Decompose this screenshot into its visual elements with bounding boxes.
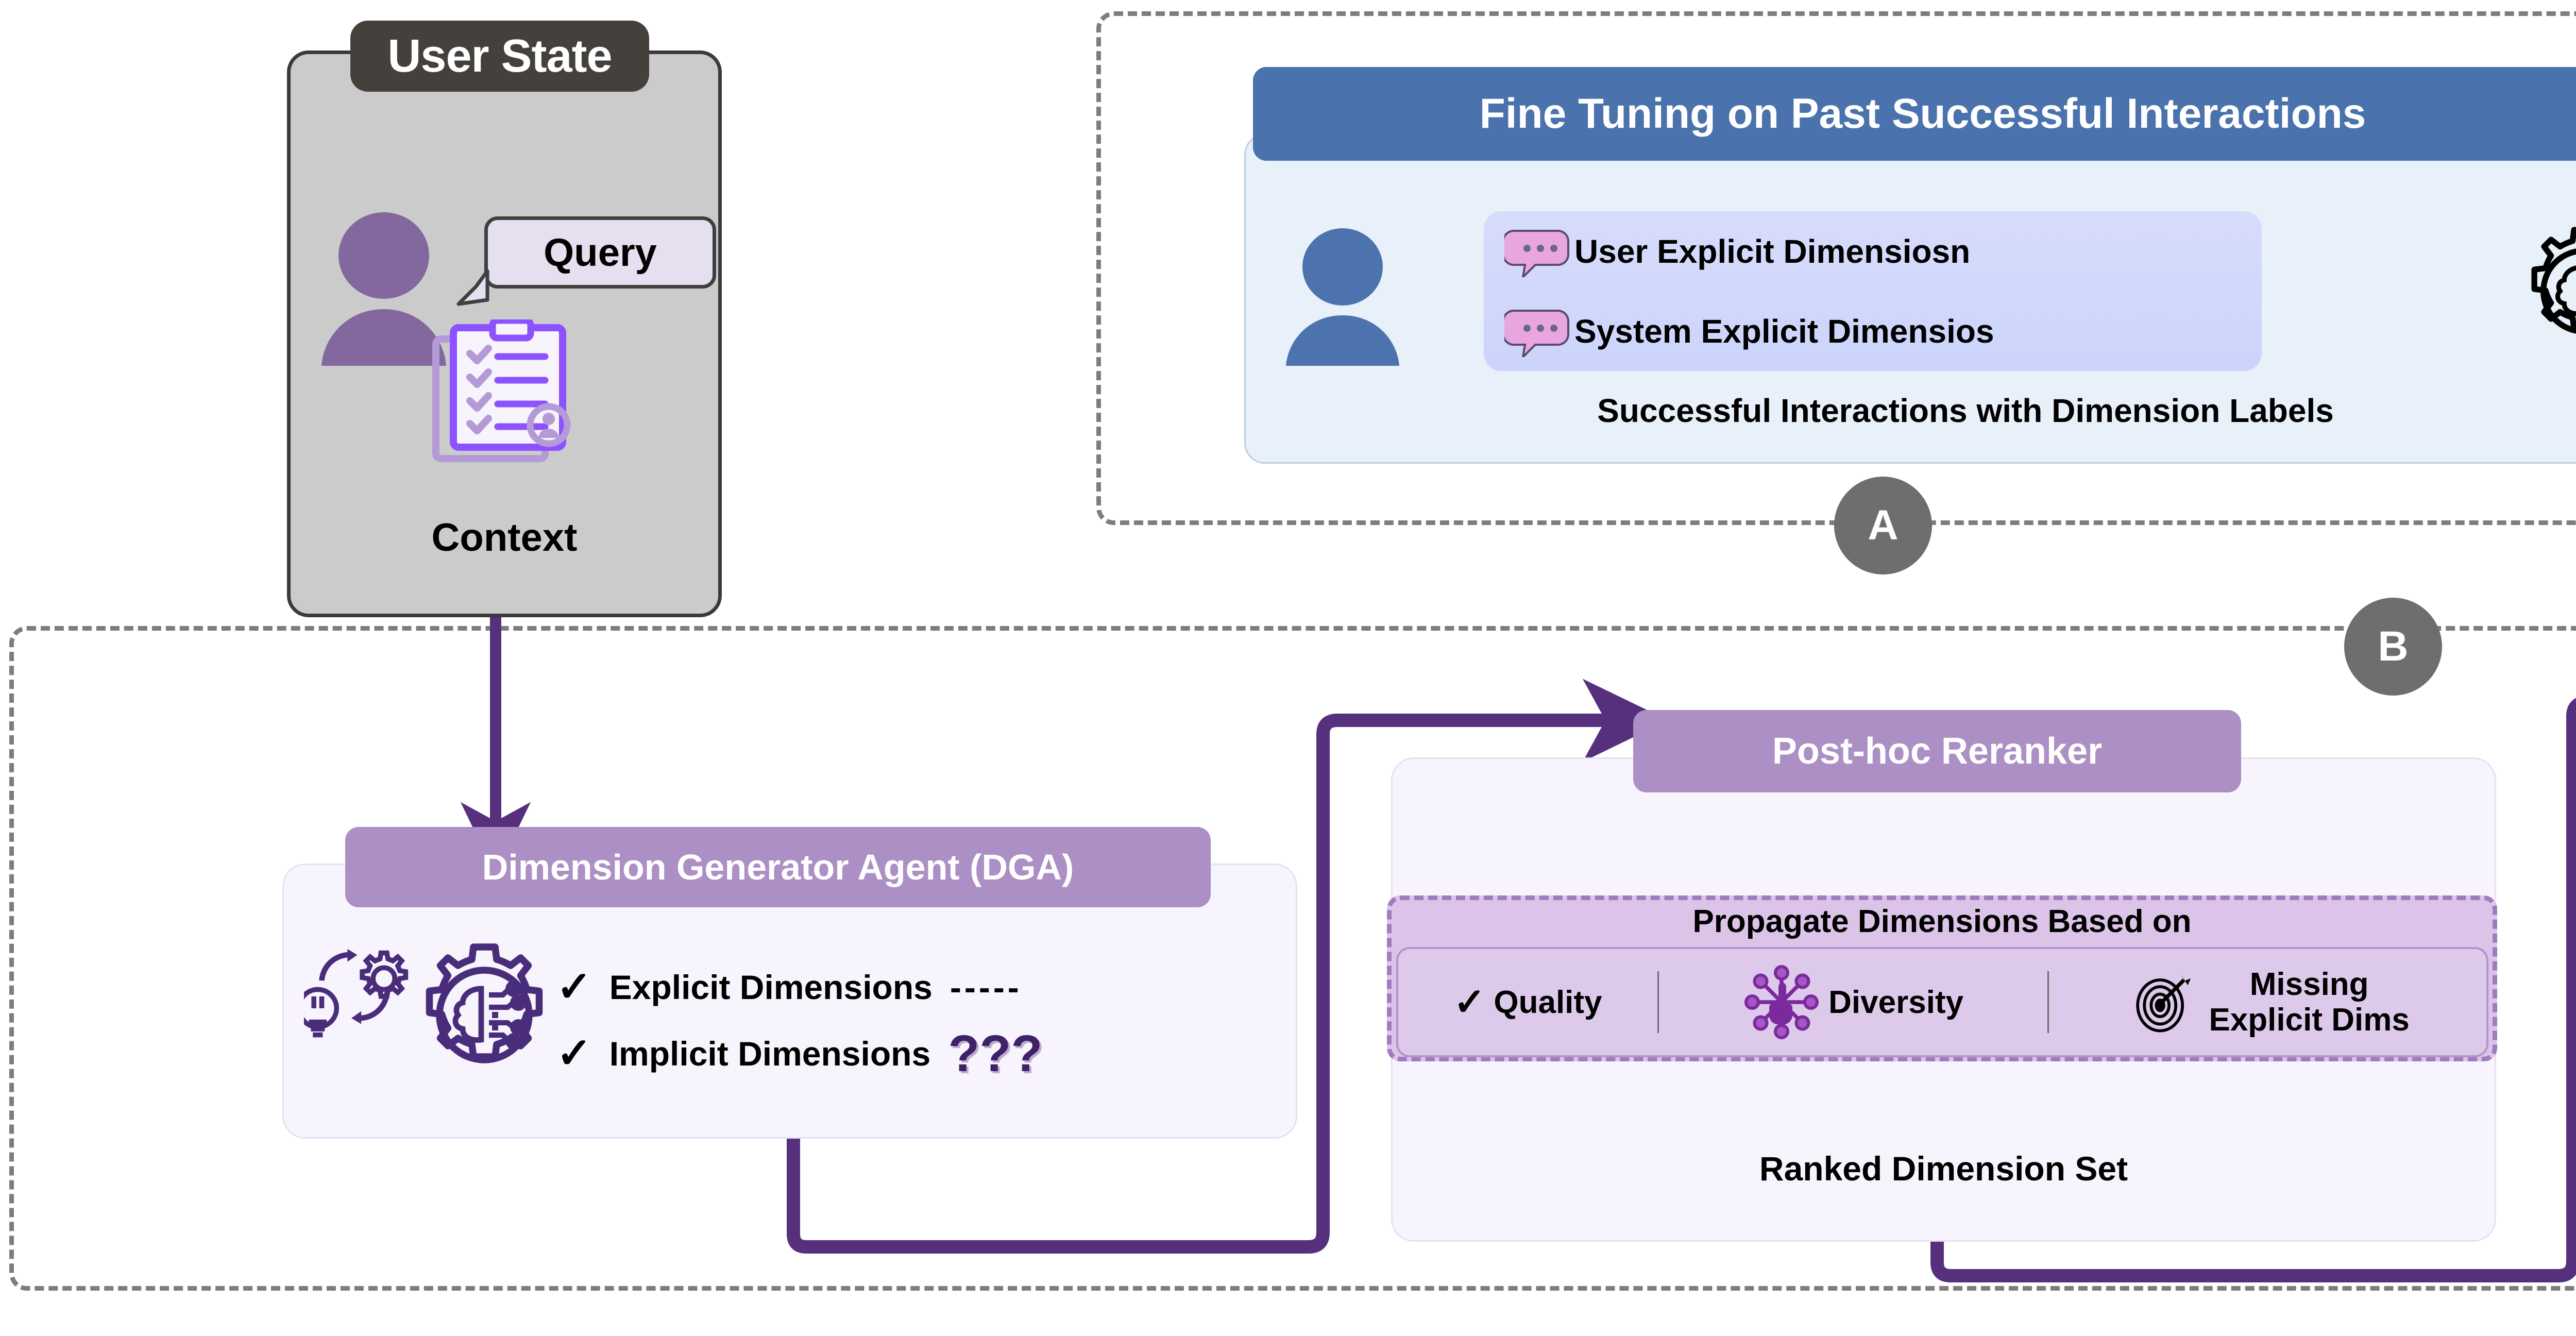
dga-row-label: Implicit Dimensions xyxy=(609,1035,931,1073)
user-state-tab-label: User State xyxy=(387,30,612,82)
gear-brain-icon xyxy=(407,938,562,1092)
fine-tuning-caption: Successful Interactions with Dimension L… xyxy=(1597,392,2334,429)
criterion-missing-dims-label: Missing Explicit Dims xyxy=(2209,966,2410,1038)
criterion-quality-label: Quality xyxy=(1494,984,1602,1020)
badge-a-label: A xyxy=(1868,502,1899,549)
context-label: Context xyxy=(431,516,578,560)
criterion-diversity-label: Diversity xyxy=(1828,984,1964,1020)
badge-b-label: B xyxy=(2378,623,2409,670)
criteria-row: ✓ Quality xyxy=(1396,947,2488,1057)
speech-bubble-icon xyxy=(1502,306,1571,360)
badge-a: A xyxy=(1834,477,1932,574)
dga-row-label: Explicit Dimensions xyxy=(609,968,933,1006)
check-icon: ✓ xyxy=(556,963,592,1010)
explicit-dimensions-box: User Explicit Dimensiosn System Explicit… xyxy=(1484,211,2262,371)
dga-card xyxy=(282,864,1297,1139)
user-avatar-icon xyxy=(315,211,454,366)
reranker-tab: Post-hoc Reranker xyxy=(1633,710,2241,792)
network-nodes-icon xyxy=(1743,963,1820,1041)
user-state-tab: User State xyxy=(350,21,649,92)
query-label: Query xyxy=(544,230,657,275)
speech-bubble-icon xyxy=(1502,226,1571,280)
dimension-row: User Explicit Dimensiosn xyxy=(1502,211,2262,291)
ranked-dimension-set-label: Ranked Dimension Set xyxy=(1759,1149,2128,1188)
fine-tuning-header-label: Fine Tuning on Past Successful Interacti… xyxy=(1479,90,2366,137)
fine-tuning-caption-wrap: Successful Interactions with Dimension L… xyxy=(1244,392,2576,430)
criterion-missing-dims: Missing Explicit Dims xyxy=(2049,965,2486,1040)
dga-row: ✓ Explicit Dimensions ----- xyxy=(556,966,1278,1008)
checklist-user-icon xyxy=(431,317,585,469)
ranked-dimension-set-wrap: Ranked Dimension Set xyxy=(1391,1149,2496,1188)
check-icon: ✓ xyxy=(1453,980,1486,1023)
dga-row-suffix: ----- xyxy=(950,968,1022,1006)
lightbulb-gear-cycle-icon xyxy=(296,935,422,1054)
badge-b: B xyxy=(2344,598,2442,696)
dga-row: ✓ Implicit Dimensions ??? xyxy=(556,1028,1278,1079)
gear-brain-icon xyxy=(2514,222,2576,361)
context-label-wrap: Context xyxy=(287,515,722,560)
fine-tuning-header: Fine Tuning on Past Successful Interacti… xyxy=(1253,67,2576,161)
query-bubble-tail xyxy=(455,268,492,312)
dimension-row-label: System Explicit Dimensios xyxy=(1574,312,1994,350)
query-bubble: Query xyxy=(484,216,716,289)
criterion-quality: ✓ Quality xyxy=(1398,983,1657,1021)
group-b-dashed-box xyxy=(9,626,2576,1291)
check-icon: ✓ xyxy=(556,1030,592,1077)
dga-tab: Dimension Generator Agent (DGA) xyxy=(345,827,1211,907)
user-avatar-icon xyxy=(1280,227,1409,366)
criterion-diversity: Diversity xyxy=(1659,963,2047,1041)
reranker-tab-label: Post-hoc Reranker xyxy=(1772,730,2103,772)
dimension-row-label: User Explicit Dimensiosn xyxy=(1574,232,1971,270)
dga-tab-label: Dimension Generator Agent (DGA) xyxy=(482,847,1074,887)
question-marks-icon: ??? xyxy=(948,1025,1043,1083)
dimension-row: System Explicit Dimensios xyxy=(1502,291,2262,371)
divider xyxy=(1657,971,1659,1033)
propagate-dimensions-title: Propagate Dimensions Based on xyxy=(1692,904,2192,939)
divider xyxy=(2047,971,2049,1033)
target-icon xyxy=(2126,965,2200,1040)
